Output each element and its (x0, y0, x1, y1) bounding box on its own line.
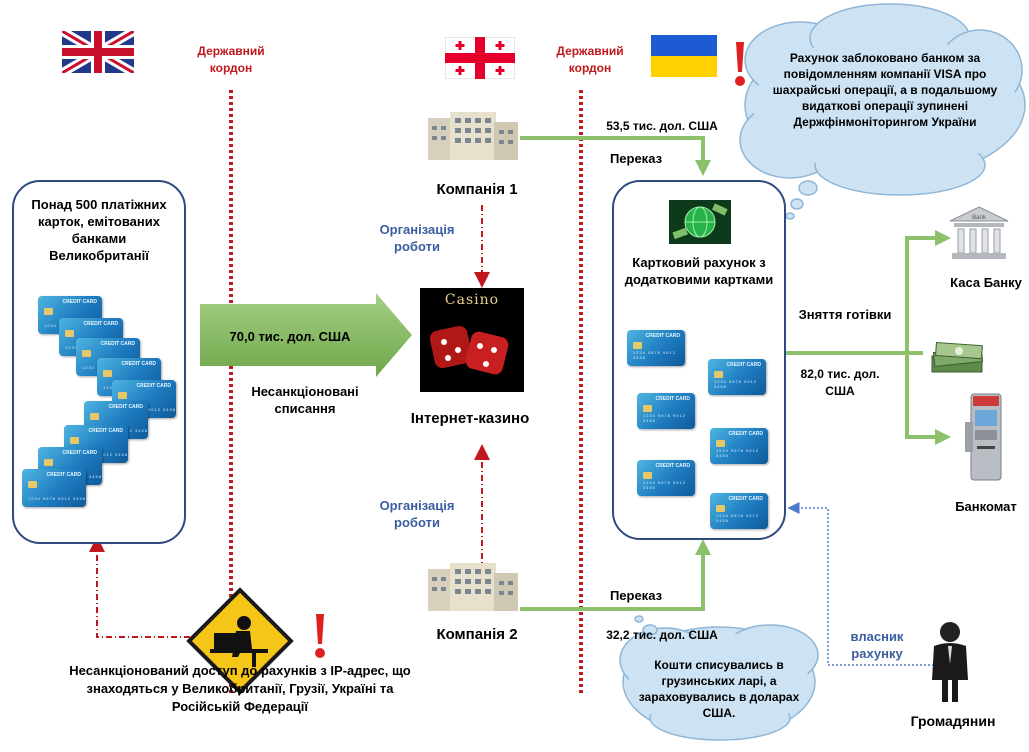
unauthorized-label: Несанкціоновані списання (251, 384, 359, 416)
card-brand-text: CREDIT CARD (121, 361, 156, 367)
card-brand-text: CREDIT CARD (655, 396, 690, 402)
card-brand-text: CREDIT CARD (100, 341, 135, 347)
card-account-title: Картковий рахунок з додатковими картками (624, 255, 774, 287)
money-globe-icon (669, 200, 731, 244)
card-chip-icon (44, 308, 53, 315)
main-arrow-label: 70,0 тис. дол. США (229, 329, 351, 344)
card-chip-icon (70, 437, 79, 444)
card-brand-text: CREDIT CARD (645, 333, 680, 339)
company1-org-label: Організація роботи (379, 222, 455, 254)
cloud-bottom-text: Кошти списувались в грузинських ларі, а … (638, 658, 800, 720)
casino-label: Інтернет-казино (410, 410, 530, 427)
card-chip-icon (714, 371, 723, 378)
hacker-warning-icon (186, 587, 294, 695)
card-chip-icon (716, 440, 725, 447)
transfer-arrow-2 (520, 539, 711, 611)
atm-icon (965, 393, 1002, 481)
main-arrow (200, 293, 412, 377)
card-brand-text: CREDIT CARD (46, 472, 81, 478)
card-chip-icon (82, 350, 91, 357)
transfer2-amount: 32,2 тис. дол. США (606, 628, 718, 642)
withdraw-arrow-atm (905, 353, 951, 445)
casino-logo: Casino (420, 288, 524, 392)
card-brand-text: CREDIT CARD (726, 362, 761, 368)
border-label-left: Державний кордон (197, 44, 265, 75)
cloud-bottom (619, 615, 819, 741)
atm-label: Банкомат (955, 499, 1017, 514)
card-chip-icon (65, 330, 74, 337)
card-brand-text: CREDIT CARD (655, 463, 690, 469)
company2-label: Компанія 2 (436, 626, 518, 643)
owner-arrow (787, 502, 946, 666)
georgia-flag (445, 37, 515, 79)
card-chip-icon (643, 472, 652, 479)
card-brand-text: CREDIT CARD (83, 321, 118, 327)
company1-label: Компанія 1 (436, 181, 518, 198)
owner-label: власник рахунку (850, 629, 904, 661)
card-brand-text: CREDIT CARD (108, 404, 143, 410)
uk-cards-title: Понад 500 платіжних карток, емітованих б… (31, 197, 167, 263)
card-chip-icon (103, 370, 112, 377)
card-brand-text: CREDIT CARD (62, 299, 97, 305)
withdrawal-amount: 82,0 тис. дол. США (800, 367, 880, 398)
ukraine-flag (651, 35, 717, 77)
access-arrow (89, 536, 190, 638)
card-chip-icon (716, 505, 725, 512)
cloud-top-text: Рахунок заблоковано банком за повідомлен… (772, 51, 998, 129)
transfer2-label: Переказ (609, 588, 663, 603)
company2-org-label: Організація роботи (379, 498, 455, 530)
transfer1-amount: 53,5 тис. дол. США (606, 119, 718, 133)
border-label-right: Державний кордон (556, 44, 624, 75)
card-chip-icon (90, 413, 99, 420)
card-brand-text: CREDIT CARD (136, 383, 171, 389)
withdrawal-label: Зняття готівки (798, 307, 892, 322)
card-chip-icon (118, 392, 127, 399)
card-brand-text: CREDIT CARD (88, 428, 123, 434)
company1-building-icon (428, 112, 518, 160)
exclamation-icon-bottom (315, 614, 325, 658)
card-chip-icon (643, 405, 652, 412)
card-chip-icon (44, 459, 53, 466)
bank-label: Каса Банку (950, 275, 1022, 290)
uk-flag (62, 31, 134, 73)
company2-building-icon (428, 563, 518, 611)
card-chip-icon (28, 481, 37, 488)
transfer-arrow-1 (520, 136, 711, 176)
citizen-label: Громадянин (910, 713, 996, 729)
cloud-top (739, 3, 1026, 220)
transfer1-label: Переказ (609, 151, 663, 166)
exclamation-icon-top (735, 42, 745, 86)
card-brand-text: CREDIT CARD (728, 496, 763, 502)
card-brand-text: CREDIT CARD (62, 450, 97, 456)
citizen-person-icon (932, 622, 968, 702)
svg-text:Bank: Bank (972, 215, 987, 221)
bank-building-icon: Bank (949, 206, 1009, 259)
card-chip-icon (633, 342, 642, 349)
withdraw-arrow-bank (905, 230, 951, 353)
card-brand-text: CREDIT CARD (728, 431, 763, 437)
cash-stack-icon (931, 341, 984, 373)
casino-logo-text: Casino (444, 292, 500, 308)
unauthorized-access-text: Несанкціонований доступ до рахунків з IP… (69, 663, 411, 714)
dice-icon (430, 325, 509, 375)
